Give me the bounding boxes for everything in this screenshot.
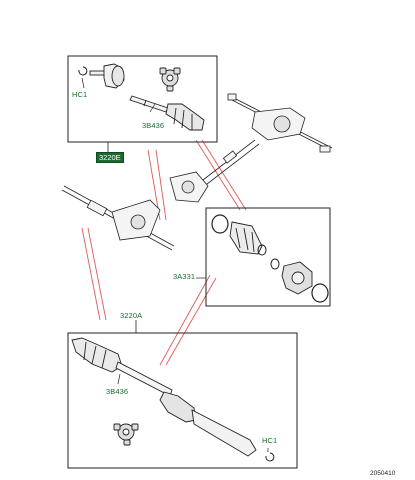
label-hc1-bottom: HC1 <box>262 436 278 445</box>
boot-kit-box <box>196 207 331 307</box>
circlip-icon-bottom <box>265 452 275 462</box>
label-3b436-top: 3B436 <box>142 121 165 130</box>
red-leader-lines <box>81 139 247 366</box>
tripod-spider <box>159 67 181 92</box>
cv-joint <box>281 261 313 295</box>
label-3a331: 3A331 <box>173 272 196 281</box>
bottom-detail-box <box>67 320 298 469</box>
inner-joint-boot <box>159 391 257 457</box>
tripod-spider-bottom <box>113 423 139 446</box>
label-3220a: 3220A <box>120 311 143 320</box>
label-3b436-bottom: 3B436 <box>106 387 129 396</box>
outer-joint-boot <box>71 337 123 373</box>
shaft-with-boot <box>129 95 205 131</box>
rear-axle-assembly <box>61 93 333 251</box>
label-3220e: 3220E <box>96 152 124 163</box>
reference-number: 2050410 <box>370 470 396 477</box>
circlip-icon <box>78 66 88 76</box>
inner-joint-housing <box>89 63 125 89</box>
boot-bellows <box>229 221 263 255</box>
top-detail-box <box>67 55 218 143</box>
label-hc1-top: HC1 <box>72 90 88 99</box>
